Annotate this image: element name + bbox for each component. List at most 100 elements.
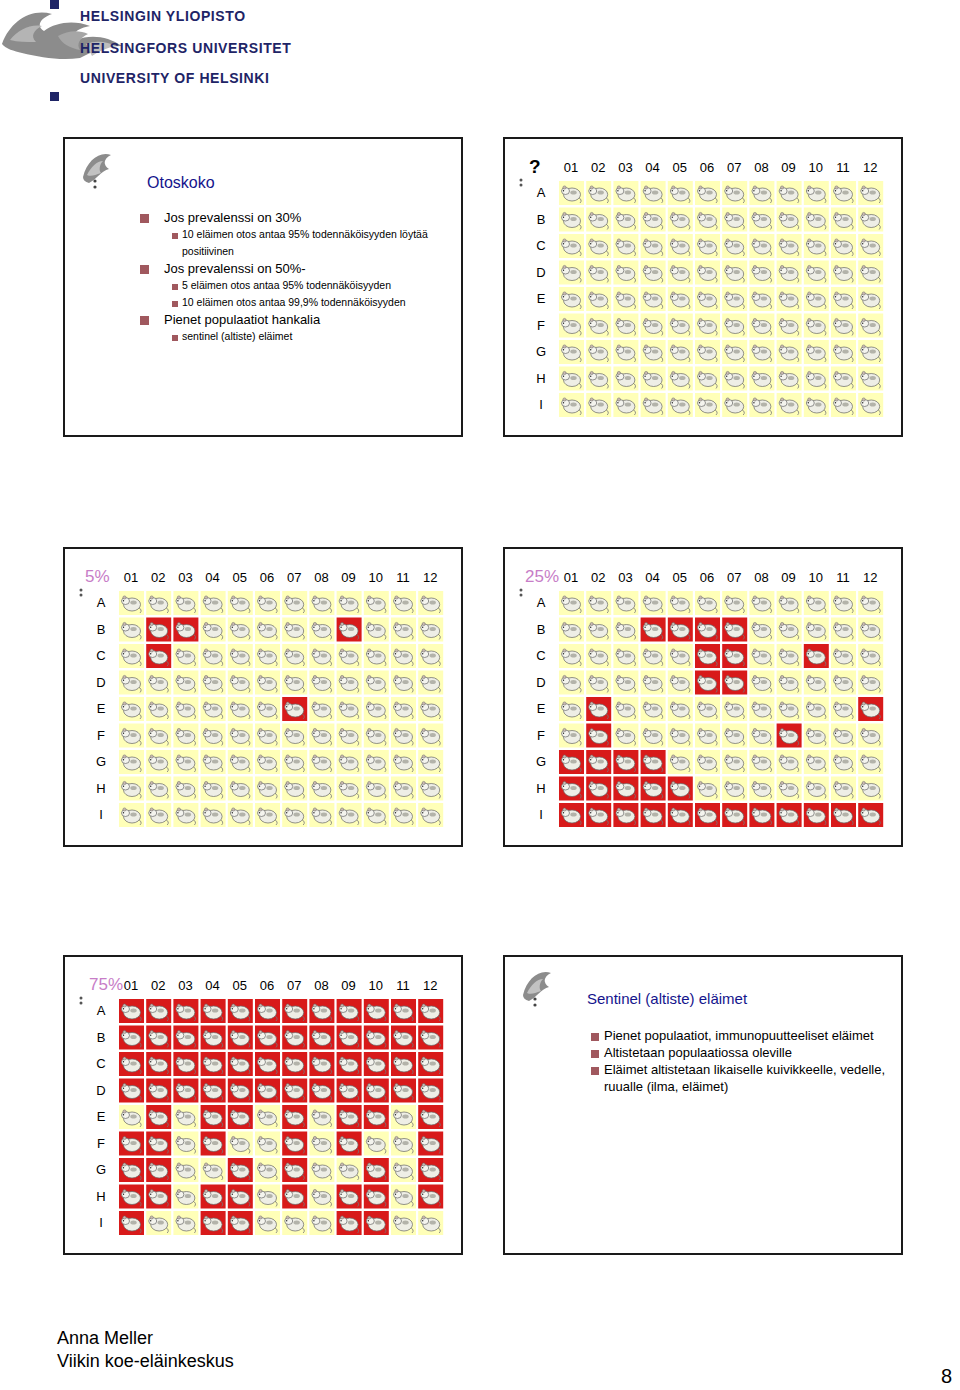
animal-spot <box>788 376 794 380</box>
cell-ground <box>146 777 171 801</box>
animal-spot <box>158 707 164 711</box>
animal-eye <box>177 706 178 707</box>
animal-cell <box>613 367 638 391</box>
cell-ground <box>641 208 666 232</box>
animal-cell <box>364 777 389 801</box>
animal-ear <box>781 371 784 374</box>
animal-spot <box>185 654 191 658</box>
bullet-item: Jos prevalenssi on 50%- <box>65 260 459 277</box>
animal-cell <box>364 750 389 774</box>
animal-cell <box>804 618 829 642</box>
animal-cell <box>858 340 883 364</box>
column-number: 11 <box>830 160 856 176</box>
animal-spot <box>130 680 136 684</box>
animal-cell <box>695 618 720 642</box>
animal-ear <box>150 622 153 625</box>
animal-spot <box>185 733 191 737</box>
animal-spot <box>130 813 136 817</box>
animal-spot <box>348 601 354 605</box>
animal-ear <box>617 186 620 189</box>
animal-spot <box>321 733 327 737</box>
animal-spot <box>570 244 576 248</box>
column-number: 09 <box>336 570 362 586</box>
cell-ground <box>391 724 416 748</box>
cell-ground <box>228 644 253 668</box>
animal-cell <box>777 314 802 338</box>
animal-ear <box>617 371 620 374</box>
cell-ground <box>146 803 171 827</box>
animal-ear <box>563 186 566 189</box>
animal-ear <box>313 728 316 731</box>
animal-ear <box>835 239 838 242</box>
animal-cell <box>364 591 389 615</box>
animal-cell <box>777 591 802 615</box>
animal-ear <box>726 212 729 215</box>
animal-eye <box>422 733 423 734</box>
animal-cell <box>804 393 829 417</box>
cell-ground <box>858 287 883 311</box>
animal-eye <box>232 627 233 628</box>
animal-ear <box>313 808 316 811</box>
animal-cell <box>418 671 443 695</box>
cell-ground <box>586 340 611 364</box>
animal-spot <box>625 244 631 248</box>
cell-ground <box>722 287 747 311</box>
animal-eye <box>835 190 836 191</box>
column-number: 10 <box>363 570 389 586</box>
animal-cell <box>337 591 362 615</box>
animal-cell <box>201 671 226 695</box>
animal-cell <box>309 697 334 721</box>
cell-ground <box>119 671 144 695</box>
cell-ground <box>146 697 171 721</box>
animal-ear <box>753 212 756 215</box>
animal-eye <box>563 270 564 271</box>
animal-ear <box>341 596 344 599</box>
animal-cell <box>559 208 584 232</box>
animal-spot <box>294 601 300 605</box>
cell-ground <box>695 234 720 258</box>
animal-spot <box>158 680 164 684</box>
animal-spot <box>761 627 767 631</box>
animal-eye <box>177 812 178 813</box>
row-letter: G <box>91 754 111 770</box>
animal-spot <box>402 601 408 605</box>
animal-cell <box>641 181 666 205</box>
animal-cell <box>804 367 829 391</box>
animal-cell <box>418 724 443 748</box>
cell-ground <box>722 181 747 205</box>
animal-cell <box>831 591 856 615</box>
animal-cell <box>418 697 443 721</box>
animal-eye <box>368 680 369 681</box>
animal-spot <box>158 601 164 605</box>
animal-ear <box>862 265 865 268</box>
animal-eye <box>672 376 673 377</box>
animal-cell <box>119 618 144 642</box>
animal-eye <box>699 190 700 191</box>
animal-ear <box>286 781 289 784</box>
animal-spot <box>212 654 218 658</box>
animal-spot <box>402 654 408 658</box>
cell-ground <box>749 208 774 232</box>
animal-spot <box>679 217 685 221</box>
animal-eye <box>563 376 564 377</box>
animal-eye <box>340 680 341 681</box>
animal-cell <box>695 393 720 417</box>
animal-ear <box>672 371 675 374</box>
animal-ear <box>781 212 784 215</box>
column-number: 03 <box>172 570 198 586</box>
animal-cell <box>858 591 883 615</box>
animal-cell <box>722 367 747 391</box>
animal-ear <box>753 596 756 599</box>
animal-cell <box>255 671 280 695</box>
row-letter: A <box>531 185 551 201</box>
animal-spot <box>625 270 631 274</box>
animal-spot <box>788 297 794 301</box>
animal-ear <box>726 186 729 189</box>
cell-ground <box>831 314 856 338</box>
row-letter: I <box>531 397 551 413</box>
animal-ear <box>395 649 398 652</box>
animal-cell <box>722 181 747 205</box>
animal-eye <box>177 653 178 654</box>
animal-cell <box>282 777 307 801</box>
animal-spot <box>402 707 408 711</box>
